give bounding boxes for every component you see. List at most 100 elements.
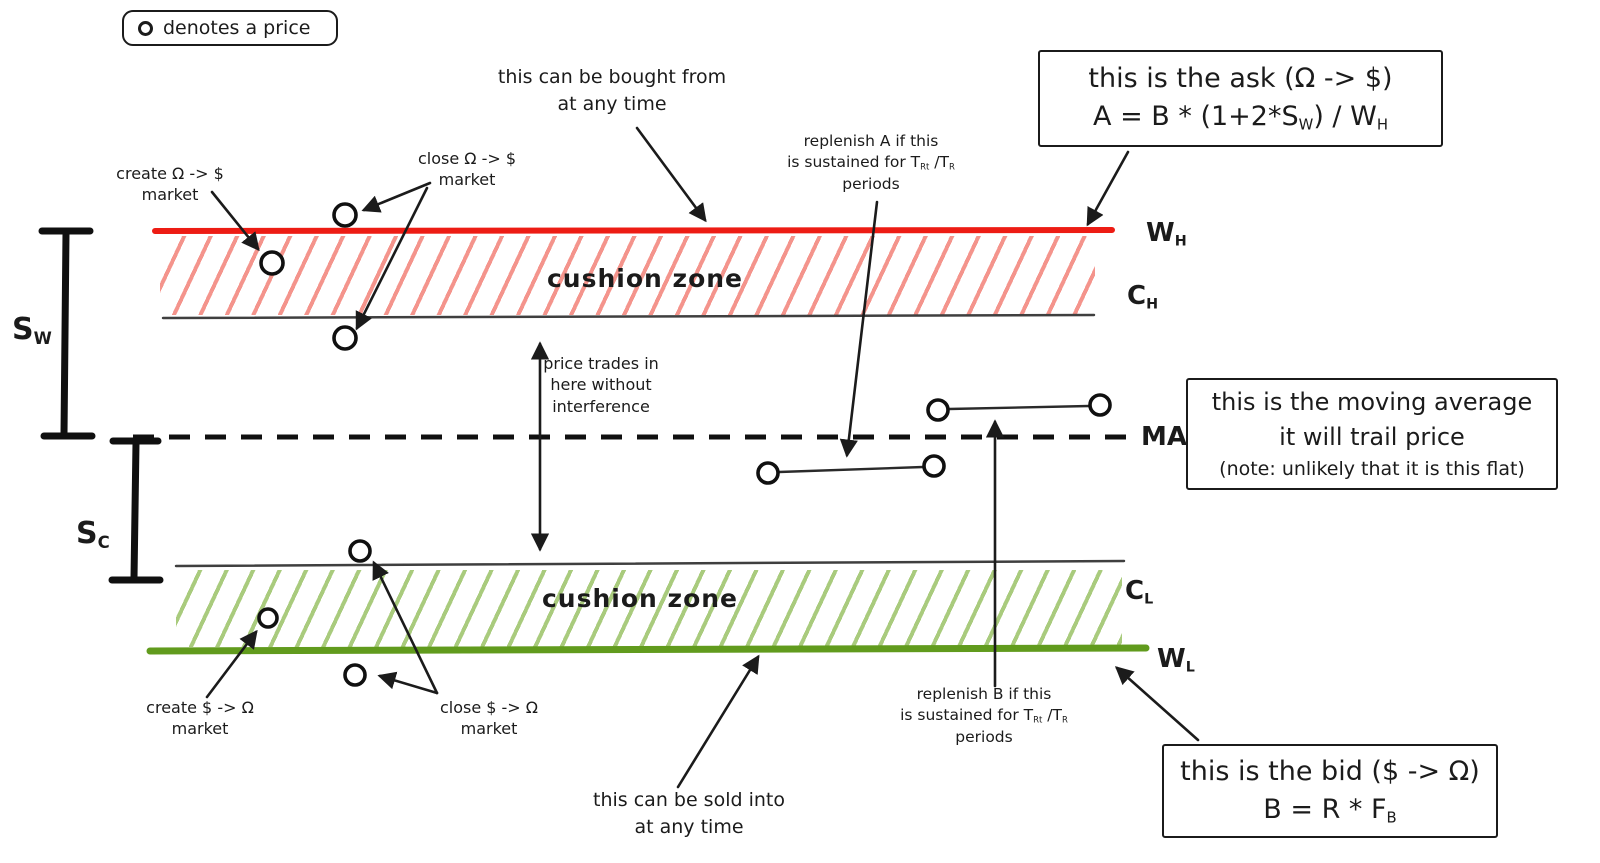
price-marker: [922, 454, 946, 478]
price-marker: [332, 325, 358, 351]
annotation-bought-any-time: this can be bought from at any time: [498, 64, 726, 117]
cushion-zone-high-hatch: [160, 236, 1095, 315]
text-run: /T: [1042, 705, 1062, 724]
annotation-line: at any time: [634, 815, 744, 838]
label-base: S: [12, 312, 34, 347]
price-marker: [1088, 393, 1112, 417]
cushion-zone-low-label: cushion zone: [541, 584, 739, 613]
wall-high-label: WH: [1146, 218, 1187, 249]
price-marker: [348, 539, 372, 563]
bid-arrow: [1114, 666, 1200, 742]
annotation-line: close Ω -> $: [417, 149, 517, 168]
label-sub: L: [1144, 591, 1154, 608]
text-sub: H: [1376, 115, 1388, 134]
close-usd-arrow-lower: [377, 671, 439, 695]
legend-label: denotes a price: [163, 17, 311, 39]
annotation-close-usd-market: close $ -> Ω market: [440, 697, 538, 740]
price-marker: [332, 202, 358, 228]
ask-arrow: [1086, 150, 1130, 227]
label-sub: L: [1185, 659, 1195, 676]
label-base: S: [76, 516, 98, 551]
price-marker: [259, 250, 285, 276]
annotation-line: this can be bought from: [497, 66, 727, 88]
ma-segment-upper: [947, 404, 1091, 411]
annotation-line: market: [171, 719, 229, 739]
label-base: C: [1125, 576, 1145, 606]
annotation-line: market: [460, 719, 518, 739]
bought-arrow: [635, 126, 707, 223]
annotation-sold-any-time: this can be sold into at any time: [593, 787, 785, 840]
replenish-a-arrow: [839, 200, 879, 458]
wall-high-line: [152, 227, 1115, 234]
annotation-line: this can be sold into: [593, 789, 785, 811]
ma-callout-note: (note: unlikely that it is this flat): [1219, 458, 1525, 480]
text-sub: R: [1061, 715, 1068, 726]
label-sub: H: [1174, 233, 1187, 250]
ask-title: this is the ask (Ω -> $): [1088, 63, 1393, 95]
text-run: is sustained for T: [787, 152, 921, 171]
annotation-line: is sustained for TRt /TR: [787, 152, 955, 174]
annotation-create-omega-market: create Ω -> $ market: [116, 163, 224, 206]
bid-formula: B = R * FB: [1263, 794, 1396, 826]
text-run: /T: [929, 152, 949, 171]
price-marker: [257, 607, 279, 629]
close-usd-arrow-upper: [372, 560, 439, 695]
text-sub: W: [1298, 115, 1314, 134]
cushion-low-label: CL: [1125, 576, 1153, 607]
bid-callout: this is the bid ($ -> Ω) B = R * FB: [1162, 744, 1498, 838]
annotation-line: at any time: [557, 92, 667, 115]
ask-formula: A = B * (1+2*SW) / WH: [1093, 101, 1388, 133]
price-marker: [926, 398, 950, 422]
annotation-line: here without: [550, 375, 652, 395]
ma-callout-line: it will trail price: [1279, 423, 1465, 451]
label-base: W: [1146, 218, 1175, 248]
annotation-line: replenish B if this: [916, 685, 1052, 703]
text-sub: Rt: [920, 162, 930, 173]
price-circle-icon: [138, 20, 153, 36]
annotation-line: replenish A if this: [803, 132, 939, 150]
annotation-price-trades: price trades in here without interferenc…: [543, 353, 659, 417]
ma-segment-lower: [777, 465, 925, 474]
wall-low-label: WL: [1157, 644, 1195, 675]
annotation-line: interference: [552, 396, 650, 416]
cushion-zone-low-hatch: [176, 570, 1122, 647]
text-sub: B: [1386, 808, 1397, 827]
ma-callout-line: this is the moving average: [1211, 388, 1533, 416]
legend: denotes a price: [122, 10, 338, 46]
text-run: A = B * (1+2*S: [1093, 101, 1299, 133]
close-omega-arrow-lower: [355, 186, 429, 331]
annotation-replenish-a: replenish A if this is sustained for TRt…: [787, 131, 955, 195]
text-sub: Rt: [1033, 715, 1043, 726]
label-sub: H: [1146, 296, 1159, 313]
cushion-high-edge-line: [161, 313, 1096, 320]
label-base: MA: [1141, 422, 1187, 452]
text-run: B = R * F: [1263, 793, 1387, 825]
cushion-high-label: CH: [1127, 281, 1158, 312]
moving-average-callout: this is the moving average it will trail…: [1186, 378, 1558, 490]
bid-title: this is the bid ($ -> Ω): [1180, 755, 1480, 787]
annotation-line: close $ -> Ω: [439, 698, 539, 717]
sw-span-bracket: [38, 227, 96, 440]
create-usd-arrow: [205, 629, 258, 699]
annotation-line: create $ -> Ω: [146, 698, 254, 717]
text-sub: R: [948, 162, 955, 173]
ask-callout: this is the ask (Ω -> $) A = B * (1+2*SW…: [1038, 50, 1443, 147]
text-run: is sustained for T: [900, 705, 1034, 724]
annotation-replenish-b: replenish B if this is sustained for TRt…: [900, 684, 1068, 748]
price-marker: [343, 663, 367, 687]
price-marker: [756, 461, 780, 485]
close-omega-arrow-upper: [361, 181, 432, 213]
annotation-line: periods: [842, 174, 900, 193]
wall-low-line: [146, 644, 1150, 655]
sw-spread-label: SW: [12, 312, 52, 348]
annotation-line: market: [141, 185, 199, 205]
text-run: ) / W: [1313, 101, 1377, 133]
sc-spread-label: SC: [76, 516, 110, 552]
create-omega-arrow: [210, 190, 260, 252]
annotation-line: price trades in: [543, 354, 659, 373]
sc-span-bracket: [108, 437, 164, 584]
annotation-create-usd-market: create $ -> Ω market: [146, 697, 254, 740]
annotation-line: create Ω -> $: [116, 164, 224, 183]
